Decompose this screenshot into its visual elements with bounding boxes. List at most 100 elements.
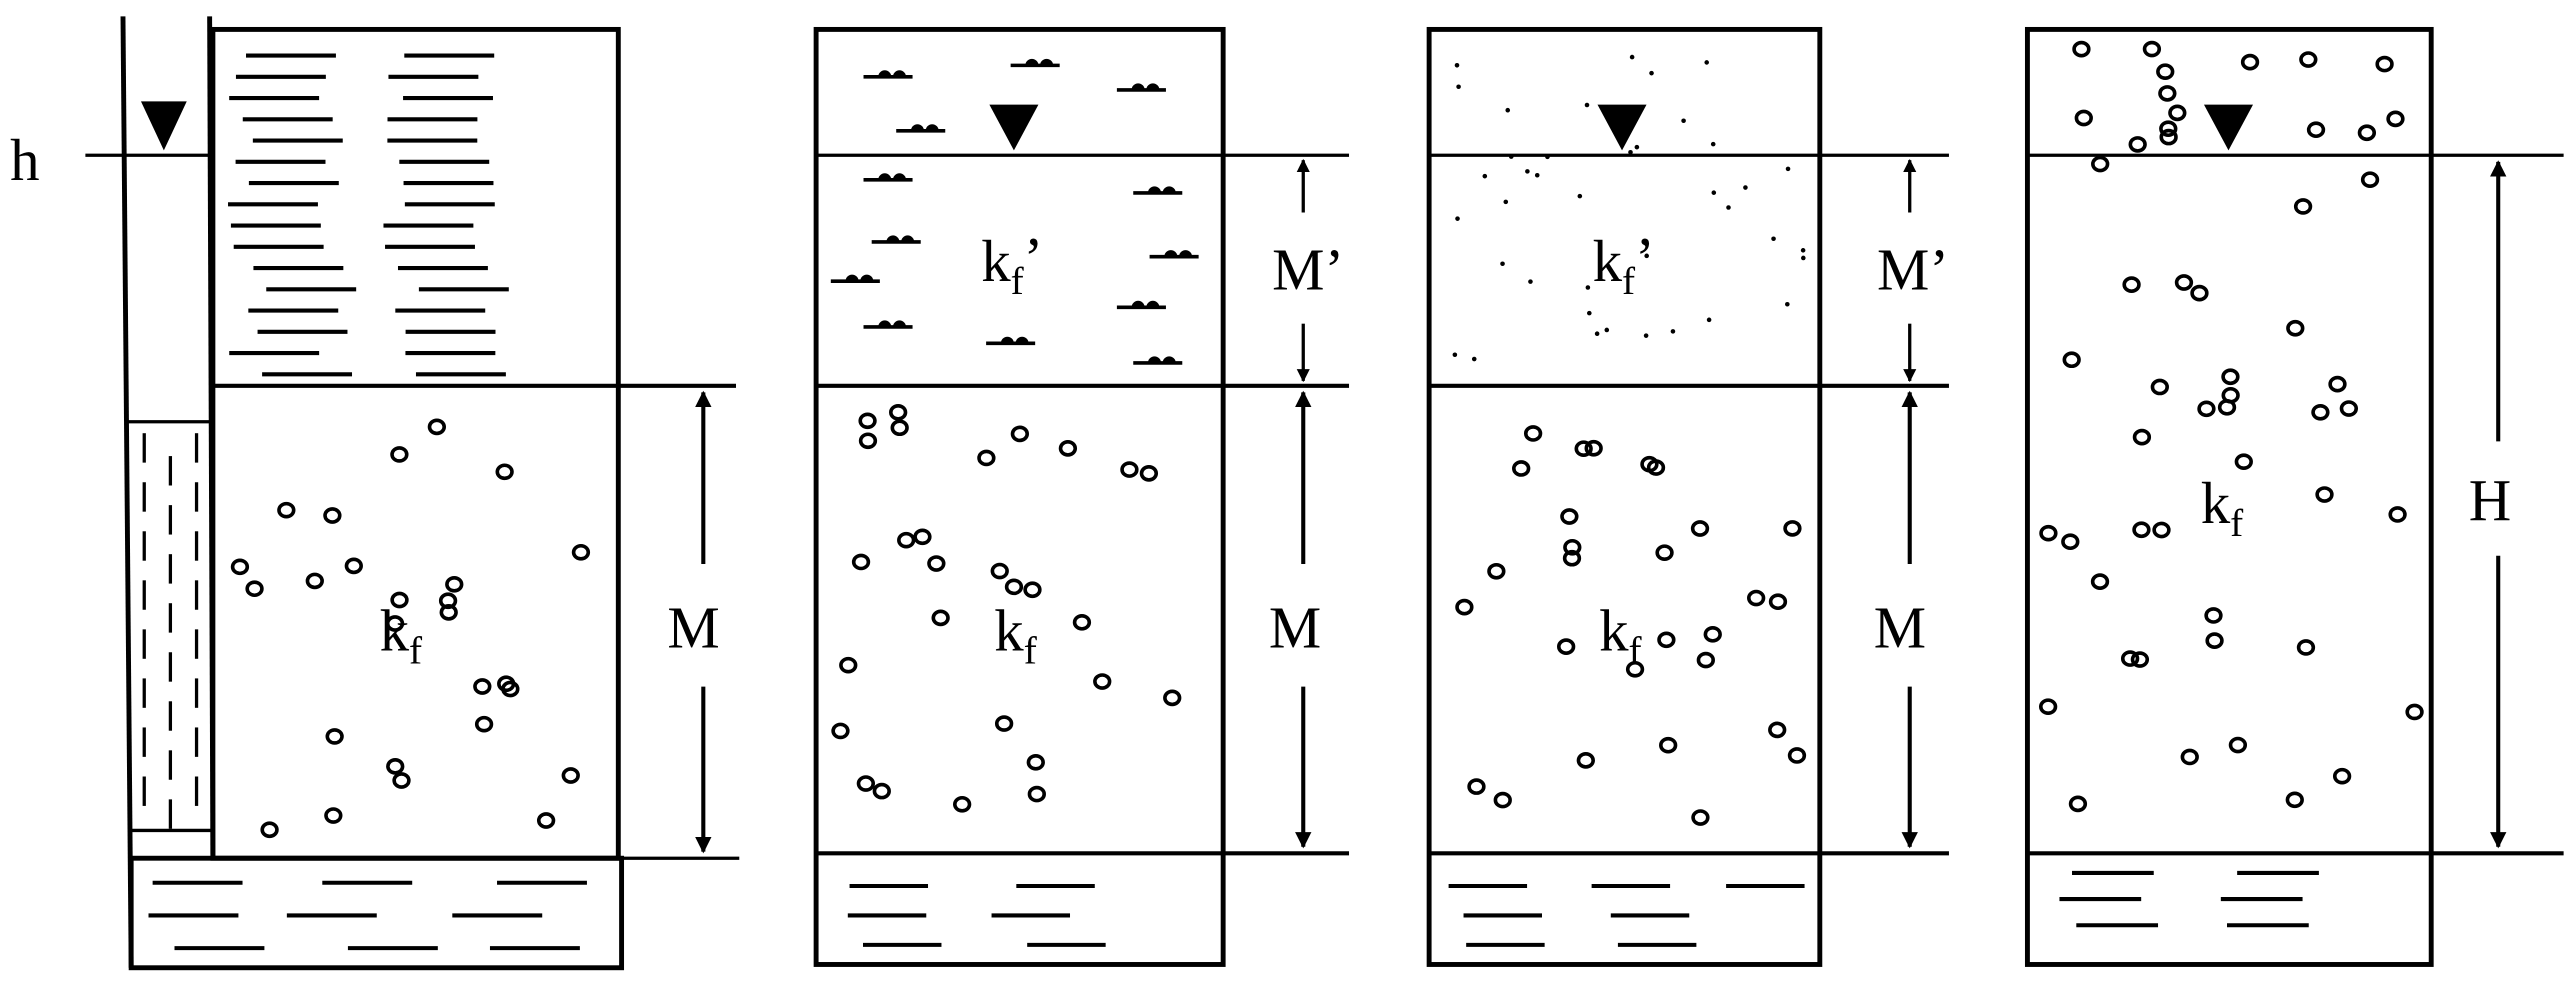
gravel-circle [1768, 721, 1787, 739]
silt-grain [878, 70, 907, 77]
silt-grain [878, 173, 907, 180]
thickness-h-label: H [2469, 468, 2511, 533]
sand-dot [1471, 356, 1477, 362]
gravel-circle [260, 821, 279, 839]
gravel-circle [2360, 171, 2380, 188]
sand-dot [1643, 333, 1649, 338]
sand-dot [1577, 193, 1583, 199]
gravel-circle [1026, 753, 1045, 771]
sand-dot [1634, 144, 1640, 150]
sand-dot [1800, 248, 1806, 253]
gravel-circle [245, 580, 264, 598]
gravel-circle [1093, 673, 1112, 690]
thickness-mprime-label: M’ [1877, 237, 1949, 302]
sand-dot [1771, 236, 1776, 242]
gravel-circle [2122, 276, 2141, 293]
gravel-circle [839, 656, 858, 674]
gravel-circle [1657, 631, 1676, 649]
gravel-circle [2296, 639, 2316, 656]
sand-dot [1629, 54, 1635, 60]
gravel-circle [2072, 40, 2091, 58]
gravel-circle [2240, 53, 2260, 71]
gravel-circle [1120, 461, 1139, 478]
gravel-circle [2152, 521, 2171, 539]
gravel-circle [497, 675, 516, 693]
panel-confined [85, 16, 740, 971]
sand-dot [1726, 205, 1731, 210]
sand-dot [1628, 149, 1633, 155]
gravel-circle [2159, 120, 2178, 138]
gravel-circle [2388, 506, 2407, 523]
gravel-circle [890, 419, 909, 437]
gravel-circle [2091, 155, 2110, 173]
gravel-circle [1747, 589, 1766, 607]
gravel-circle [2386, 110, 2405, 128]
column-box [1426, 26, 1823, 967]
gravel-circle [1487, 562, 1506, 580]
gravel-circle [1027, 785, 1046, 803]
sand-dot [1585, 285, 1591, 290]
gravel-circle [1584, 439, 1603, 457]
gravel-circle [2339, 400, 2359, 417]
gravel-circle [1010, 425, 1030, 443]
sand-dot [1644, 253, 1649, 259]
gravel-circle [913, 528, 932, 546]
gravel-circle [2062, 351, 2081, 369]
silt-grain [1131, 300, 1160, 308]
gravel-circle [1659, 736, 1678, 754]
gravel-circle [536, 812, 556, 829]
gravel-circle [427, 418, 447, 436]
sand-dot [1482, 173, 1488, 179]
silt-grain [878, 320, 907, 327]
gravel-circle [1560, 508, 1579, 525]
sand-dot [1528, 279, 1533, 284]
water-level-icon [2203, 104, 2254, 151]
gravel-circle [2234, 453, 2253, 471]
thickness-m-label: M [1269, 595, 1321, 660]
column-box [813, 26, 1226, 967]
gravel-circle [390, 591, 409, 609]
gravel-circle [2128, 136, 2147, 153]
gravel-circle [2299, 51, 2318, 68]
gravel-circle [2132, 521, 2151, 539]
gravel-circle [2197, 400, 2216, 418]
sand-dot [1454, 62, 1460, 68]
gravel-circle [2158, 85, 2177, 102]
gravel-circle [1455, 598, 1474, 616]
gravel-circle [2142, 40, 2162, 58]
gravel-circle [1768, 593, 1788, 611]
aquitard-kf-prime-label: kf’ [1593, 226, 1655, 303]
gravel-circle [1523, 425, 1543, 442]
sand-dot [1604, 327, 1610, 333]
base-layer [128, 855, 625, 971]
aquitard-box [210, 26, 621, 861]
gravel-circle [2150, 378, 2169, 396]
silt-grain [1147, 186, 1176, 193]
gravel-circle [1163, 689, 1182, 707]
sand-dot [1455, 216, 1460, 221]
gravel-circle [474, 715, 494, 733]
sand-dot [1500, 261, 1505, 267]
gravel-circle [561, 767, 580, 784]
gravel-circle [1058, 440, 1078, 457]
gravel-circle [324, 807, 343, 824]
gravel-circle [872, 782, 891, 800]
gravel-circle [230, 558, 250, 576]
sand-dot [1681, 118, 1686, 124]
gravel-circle [851, 553, 871, 571]
sand-dot [1785, 166, 1791, 172]
gravel-circle [2311, 403, 2330, 421]
aquifer-kf-label: kf [2201, 471, 2244, 545]
gravel-circle [2090, 573, 2110, 590]
aquifer-kf-label: kf [380, 599, 423, 673]
gravel-circle [1696, 651, 1715, 669]
gravel-circle [858, 432, 878, 450]
gravel-circle [1655, 544, 1674, 561]
silt-grain [1147, 356, 1176, 363]
sand-dot [1584, 102, 1590, 108]
gravel-circle [2068, 795, 2088, 813]
gravel-circle [2120, 650, 2140, 667]
silt-grain [1131, 83, 1160, 90]
gravel-circle [856, 775, 876, 792]
